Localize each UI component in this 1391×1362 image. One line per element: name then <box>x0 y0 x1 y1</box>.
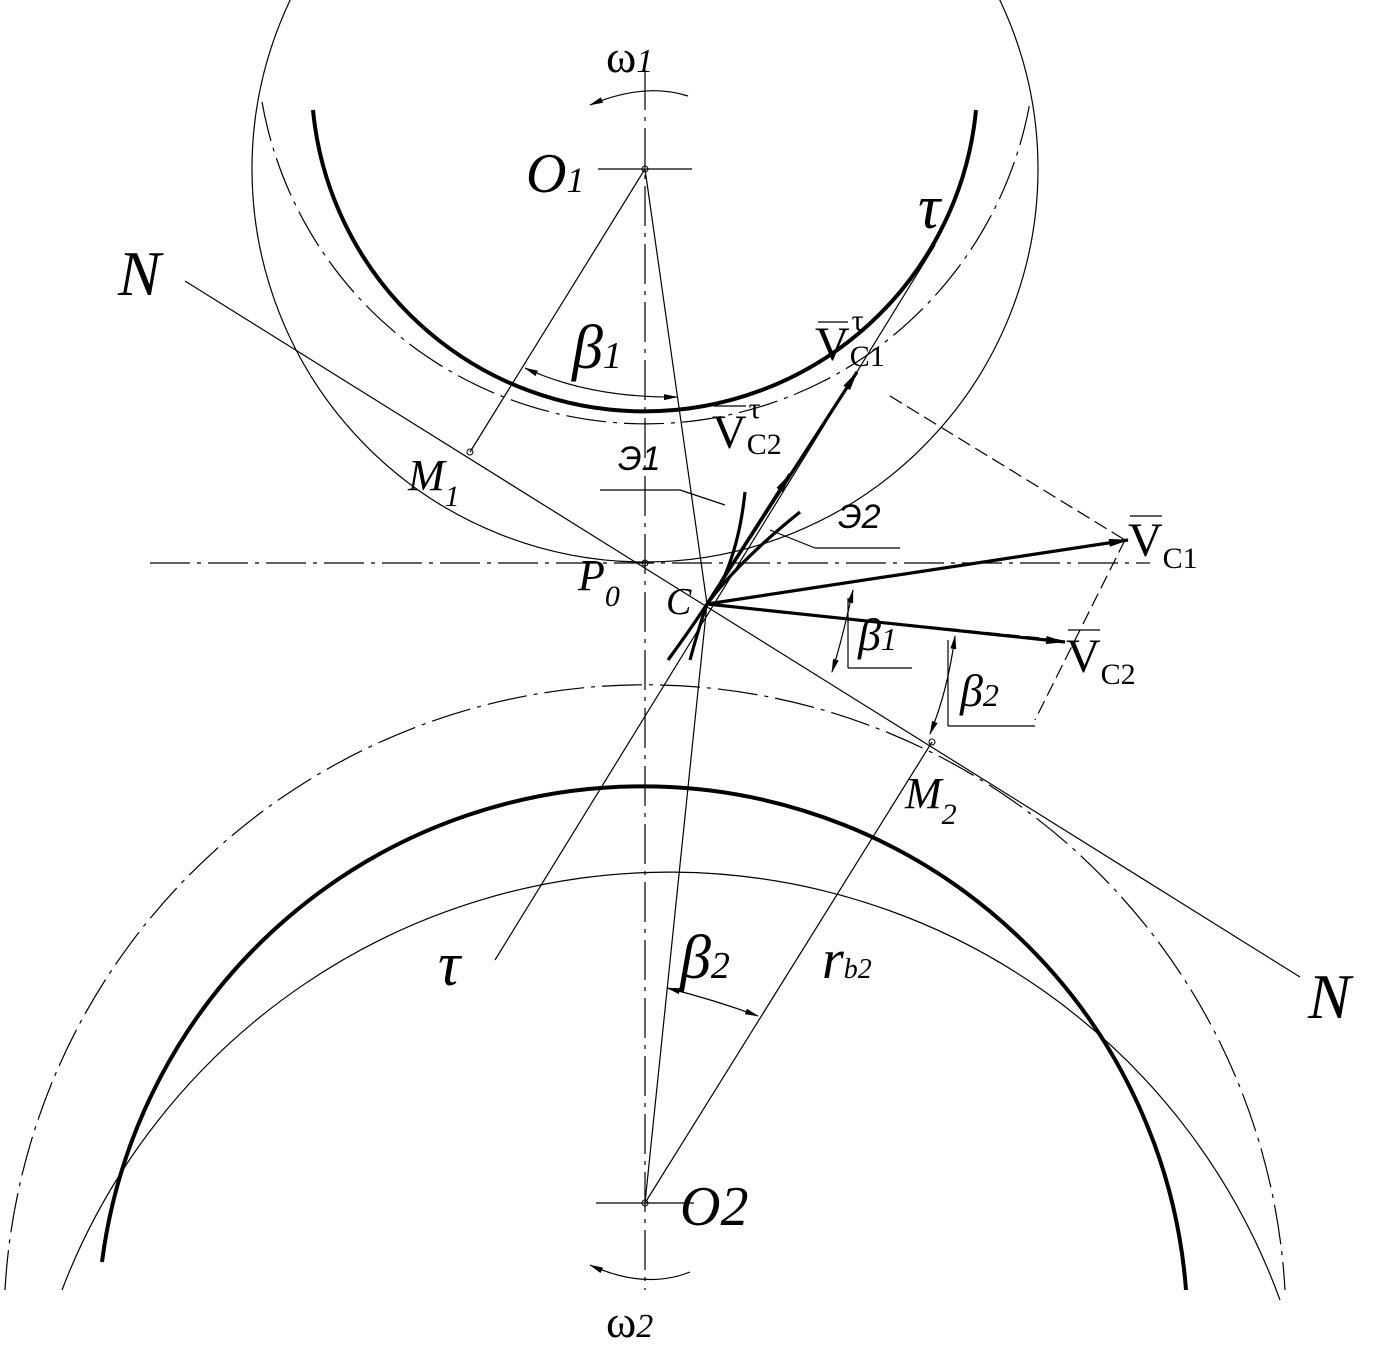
beta2-lower-label: β2 <box>679 924 730 992</box>
center-lines <box>150 70 1150 1290</box>
point-o2 <box>641 1199 649 1207</box>
m1-label: M1 <box>407 451 460 513</box>
omega1-arrow <box>589 90 689 106</box>
point-m1 <box>466 448 474 456</box>
c-label: C <box>666 581 692 623</box>
beta2-right-label: β2 <box>959 665 999 716</box>
o1-to-m1 <box>469 168 646 453</box>
o2-to-c <box>644 603 708 1204</box>
beta2-right-arc <box>929 635 957 735</box>
e2-leader-diag <box>769 529 816 549</box>
velocity-vectors <box>705 371 1129 644</box>
gear-1-tip-circle <box>261 101 1031 425</box>
beta2-lower-arc <box>666 987 759 1017</box>
e1-leader-diag <box>679 489 726 506</box>
gear-1-root-circle <box>311 109 978 414</box>
tau-bottom-label: τ <box>438 931 463 999</box>
o1-label: O1 <box>526 143 584 205</box>
vc1-label: VC1 <box>1128 514 1198 575</box>
m2-label: M2 <box>904 769 957 831</box>
o2-label: O2 <box>680 1176 748 1238</box>
tau-top-label: τ <box>918 174 943 242</box>
gear-2-circles <box>4 684 1286 1301</box>
vc2-tau-vector <box>705 473 792 605</box>
beta1-upper-arc <box>524 367 678 401</box>
omega1-label: ω1 <box>606 31 653 82</box>
vector-overbars <box>714 321 1162 631</box>
o2-to-m2 <box>644 741 933 1204</box>
omega2-label: ω2 <box>606 1296 653 1347</box>
point-p0 <box>641 559 649 567</box>
beta1-upper-label: β1 <box>571 314 622 382</box>
vc2-vector <box>706 602 1066 644</box>
beta1-lower-label: β1 <box>857 609 897 660</box>
vc1-vector <box>706 538 1129 606</box>
labels: ω1 ω2 O1 O2 τ τ N N β1 β2 β1 β2 M1 M2 P0… <box>117 31 1354 1347</box>
point-o1 <box>641 165 649 173</box>
vc2-label: VC2 <box>1066 630 1136 691</box>
gear-2-tooth-root <box>688 603 709 661</box>
tooth-profiles <box>666 491 801 661</box>
gear-1-base-circle <box>251 0 1039 563</box>
line-of-action <box>184 280 1301 978</box>
point-m2 <box>928 738 936 746</box>
gear-2-base-circle <box>61 871 1281 1301</box>
p0-label: P0 <box>577 551 620 613</box>
beta1-lower-arc <box>831 589 854 673</box>
gear-1-circles <box>251 0 1039 563</box>
e2-label: Э2 <box>838 498 881 536</box>
angle-arcs <box>524 367 957 1017</box>
rotation-arrows <box>589 90 691 1281</box>
gear-2-root-circle <box>100 784 1188 1291</box>
gear-1-tooth-profile <box>705 491 747 606</box>
n-right-label: N <box>1307 961 1354 1032</box>
n-left-label: N <box>117 238 164 309</box>
omega2-arrow <box>589 1264 691 1281</box>
points <box>466 165 936 1207</box>
o1-to-c <box>644 168 708 605</box>
e1-label: Э1 <box>618 440 661 478</box>
gear-2-tip-circle <box>4 684 1286 1291</box>
vc1-projection-dashed <box>889 395 1126 541</box>
rb2-label: rb2 <box>822 929 872 991</box>
